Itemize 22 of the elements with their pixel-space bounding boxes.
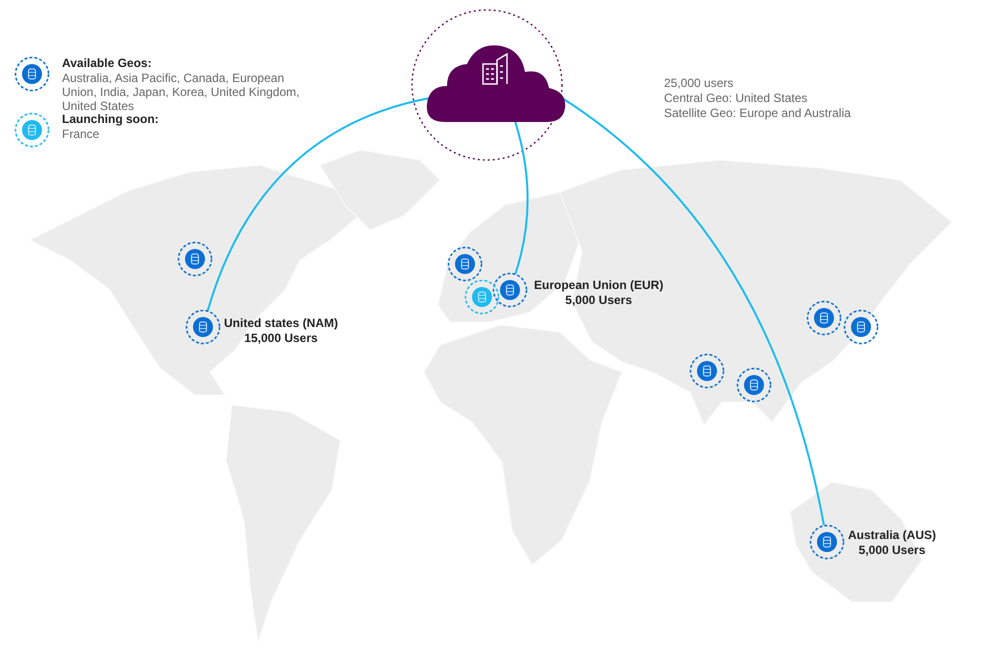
geo-marker: [809, 524, 845, 560]
geo-marker: [689, 353, 725, 389]
geo-marker: [464, 279, 500, 315]
location-label: United states (NAM) 15,000 Users: [224, 316, 338, 346]
geo-marker: [177, 241, 213, 277]
location-label: European Union (EUR) 5,000 Users: [534, 278, 664, 308]
geo-marker: [736, 367, 772, 403]
tenant-info-text: Satellite Geo: Europe and Australia: [664, 106, 851, 121]
geo-marker: [843, 309, 879, 345]
legend-description: Australia, Asia Pacific, Canada, European Union, India, Japan, Korea, United Kingdom, United States: [62, 71, 300, 113]
connector-line: [514, 120, 529, 274]
legend-heading: Launching soon:: [62, 112, 160, 127]
geo-marker: [806, 300, 842, 336]
legend-description: France: [62, 127, 100, 141]
tenant-info-text: 25,000 users: [664, 76, 734, 91]
geo-marker: [492, 272, 528, 308]
legend-heading: Available Geos:: [62, 56, 153, 71]
geo-marker: [185, 309, 221, 345]
connector-line: [206, 97, 430, 311]
tenant-info-text: Central Geo: United States: [664, 91, 808, 106]
geo-marker: [447, 246, 483, 282]
location-label: Australia (AUS) 5,000 Users: [848, 528, 936, 558]
